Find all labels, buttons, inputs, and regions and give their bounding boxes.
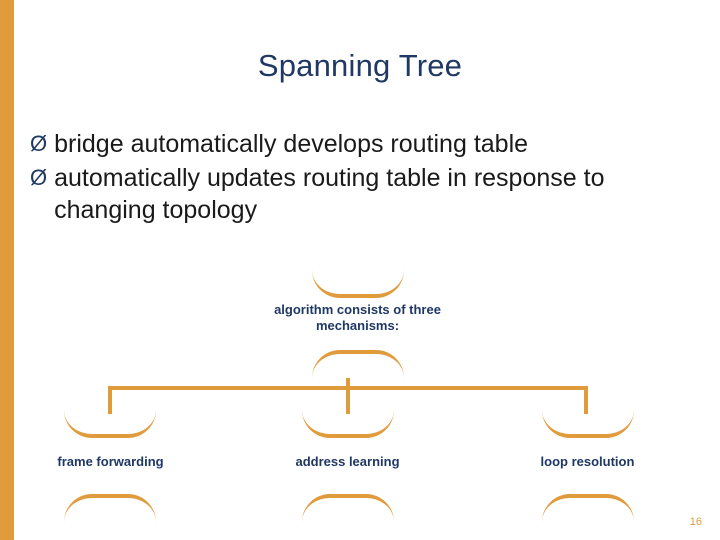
leaf-3-top-arc — [542, 410, 634, 438]
bullet-arrow-icon: Ø — [30, 131, 48, 156]
list-item: Ø automatically updates routing table in… — [30, 162, 690, 226]
leaf-node-label-loop-resolution: loop resolution — [540, 454, 635, 469]
bullet-arrow-icon: Ø — [30, 165, 48, 190]
leaf-2-top-arc — [302, 410, 394, 438]
leaf-node-label-frame-forwarding: frame forwarding — [57, 454, 164, 469]
leaf-1-bottom-arc — [64, 494, 156, 522]
page-title: Spanning Tree — [257, 48, 463, 83]
left-accent-bar — [0, 0, 14, 540]
connector-branch-3 — [584, 386, 588, 414]
leaf-node-label-address-learning: address learning — [295, 454, 400, 469]
connector-branch-1 — [108, 386, 112, 414]
page-number: 16 — [689, 516, 702, 528]
list-item-label: automatically updates routing table in r… — [54, 164, 605, 224]
leaf-1-top-arc — [64, 410, 156, 438]
root-node-top-arc — [312, 270, 404, 298]
root-node-bottom-arc — [312, 350, 404, 378]
connector-branch-2 — [346, 386, 350, 414]
leaf-2-bottom-arc — [302, 494, 394, 522]
list-item: Ø bridge automatically develops routing … — [30, 128, 690, 160]
mechanisms-diagram: algorithm consists of three mechanisms: … — [0, 262, 720, 512]
bullet-list: Ø bridge automatically develops routing … — [30, 128, 690, 228]
root-node-label: algorithm consists of three mechanisms: — [274, 302, 441, 334]
leaf-3-bottom-arc — [542, 494, 634, 522]
list-item-label: bridge automatically develops routing ta… — [54, 130, 529, 158]
